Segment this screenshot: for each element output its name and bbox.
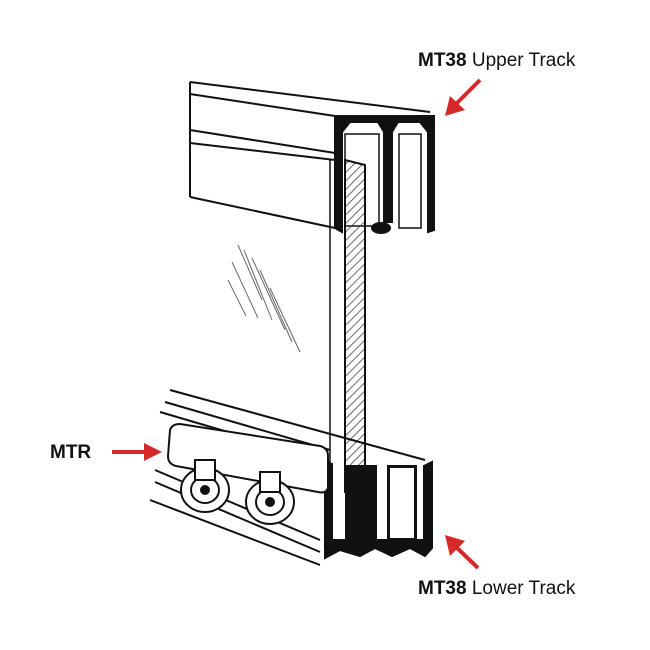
roller-wheel-right — [245, 471, 295, 525]
upper-track — [189, 81, 435, 234]
arrow-mtr-icon — [112, 443, 162, 461]
lower-track — [149, 389, 433, 566]
label-lower-track: MT38 Lower Track — [418, 578, 575, 600]
label-mtr-code: MTR — [50, 442, 92, 463]
label-upper-track: MT38 Upper Track — [418, 50, 575, 72]
label-upper-code: MT38 — [418, 50, 467, 71]
arrow-upper-icon — [445, 78, 482, 116]
roller-wheel-left — [180, 459, 230, 513]
glass-reflection — [227, 244, 301, 353]
label-lower-name: Lower Track — [471, 578, 576, 599]
label-lower-code: MT38 — [418, 578, 467, 599]
label-upper-name: Upper Track — [471, 50, 576, 71]
arrow-lower-icon — [445, 535, 480, 570]
label-mtr: MTR — [50, 442, 91, 464]
mtr-roller — [166, 422, 329, 525]
